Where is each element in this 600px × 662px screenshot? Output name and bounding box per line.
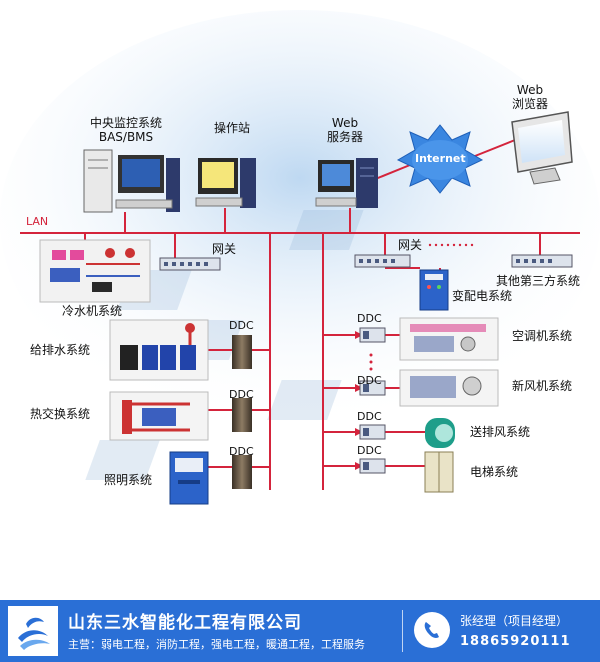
dot-separators	[369, 243, 474, 371]
web-browser-label-line2: 浏览器	[511, 97, 549, 111]
gateway-right-label: 网关	[398, 238, 423, 252]
diagram-canvas	[0, 10, 600, 505]
internet-to-browser-link	[469, 139, 516, 159]
gateway-left-icon	[159, 257, 221, 271]
gateway-right-icon	[354, 254, 411, 268]
web-to-internet-link	[372, 164, 411, 181]
system-architecture-diagram: 中央监控系统 BAS/BMS 操作站 Web 服务器 Web 浏览器 Inter…	[0, 10, 600, 505]
ddc-label-lighting: DDC	[229, 445, 254, 458]
ddc-label-water-supply: DDC	[229, 319, 254, 332]
water-supply-label: 给排水系统	[30, 343, 91, 357]
ddc-box-fresh-air	[359, 380, 386, 396]
operator-station-label: 操作站	[213, 121, 251, 135]
web-browser-monitor-icon	[511, 111, 573, 185]
lighting-label: 照明系统	[104, 473, 153, 487]
ddc-label-fresh-air: DDC	[357, 374, 382, 387]
company-footer-banner: 山东三水智能化工程有限公司 主营：弱电工程，消防工程，强电工程，暖通工程，工程服…	[0, 600, 600, 662]
field-buses	[84, 233, 541, 490]
web-server-label-line2: 服务器	[326, 130, 364, 144]
chiller-system-label: 冷水机系统	[62, 304, 123, 318]
ddc-box-elevator	[359, 458, 386, 474]
air-conditioning-unit-icon	[399, 317, 499, 361]
ventilation-label: 送排风系统	[470, 425, 531, 439]
ddc-label-air-conditioning: DDC	[357, 312, 382, 325]
ddc-box-ventilation	[359, 424, 386, 440]
heat-exchange-icon	[109, 391, 209, 441]
water-supply-icon	[109, 319, 209, 381]
lighting-cabinet-icon	[169, 451, 209, 505]
substation-cabinet-icon	[419, 269, 449, 311]
footer-divider	[402, 610, 403, 652]
internet-label: Internet	[415, 152, 466, 165]
lan-label: LAN	[26, 215, 49, 228]
web-browser-label-line1: Web	[516, 83, 544, 97]
arrowheads	[355, 331, 363, 470]
elevator-label: 电梯系统	[470, 465, 519, 479]
bas-bms-label: BAS/BMS	[98, 130, 154, 144]
third-party-gateway-icon	[511, 254, 573, 268]
internet-cloud-icon	[396, 124, 484, 194]
elevator-icon	[424, 451, 454, 493]
ddc-label-heat-exchange: DDC	[229, 388, 254, 401]
ddc-label-elevator: DDC	[357, 444, 382, 457]
operator-station-computer-icon	[195, 158, 256, 208]
ventilation-fan-icon	[425, 418, 455, 448]
central-monitor-label: 中央监控系统	[89, 116, 163, 130]
web-server-label-line1: Web	[331, 116, 359, 130]
substation-label: 变配电系统	[452, 289, 513, 303]
ddc-label-ventilation: DDC	[357, 410, 382, 423]
heat-exchange-label: 热交换系统	[30, 407, 91, 421]
contact-person: 张经理（项目经理）	[460, 614, 569, 628]
fresh-air-unit-icon	[399, 369, 499, 407]
company-name: 山东三水智能化工程有限公司	[68, 613, 302, 633]
company-services: 主营：弱电工程，消防工程，强电工程，暖通工程，工程服务	[68, 638, 365, 651]
contact-phone: 18865920111	[460, 634, 571, 649]
ddc-box-air-conditioning	[359, 327, 386, 343]
ddc-box-heat-exchange	[232, 398, 252, 432]
phone-icon	[414, 612, 450, 648]
third-party-label: 其他第三方系统	[496, 274, 581, 288]
web-server-computer-icon	[315, 158, 378, 208]
chiller-system-icon	[39, 239, 151, 303]
fresh-air-label: 新风机系统	[512, 379, 573, 393]
central-monitor-computer-icon	[83, 149, 180, 213]
ddc-box-lighting	[232, 455, 252, 489]
computer-drops	[124, 208, 351, 233]
air-conditioning-label: 空调机系统	[512, 329, 573, 343]
company-logo-icon	[8, 606, 58, 656]
gateway-left-label: 网关	[212, 242, 237, 256]
ddc-box-water-supply	[232, 335, 252, 369]
